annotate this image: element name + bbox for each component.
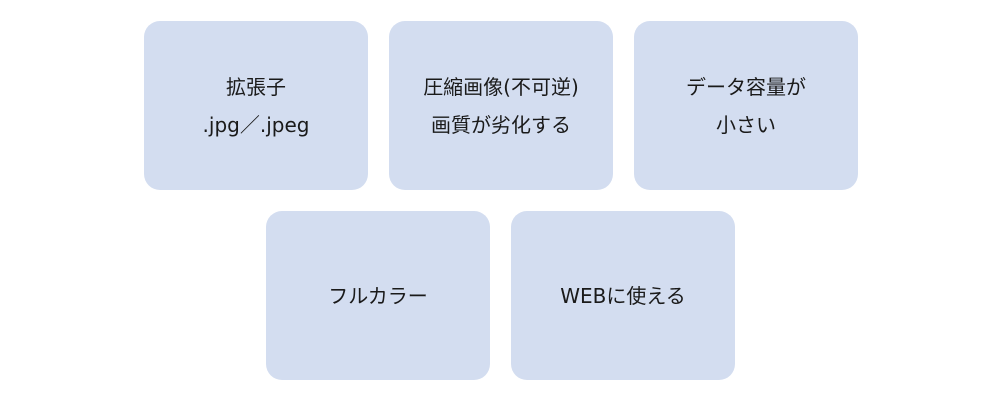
card-line: 小さい [716,112,776,137]
feature-card-full-color: フルカラー [266,211,490,380]
card-line: .jpg／.jpeg [202,112,310,137]
card-text: データ容量が 小さい [686,68,806,144]
feature-card-data-size: データ容量が 小さい [634,21,858,190]
card-line: 圧縮画像(不可逆) [423,74,579,99]
feature-card-web: WEBに使える [511,211,735,380]
feature-card-extension: 拡張子 .jpg／.jpeg [144,21,368,190]
card-text: WEBに使える [560,277,686,315]
card-line: フルカラー [328,283,428,308]
card-line: WEBに使える [560,283,686,308]
card-text: 圧縮画像(不可逆) 画質が劣化する [423,68,579,144]
card-line: データ容量が [686,74,806,99]
card-text: フルカラー [328,277,427,315]
card-line: 拡張子 [225,74,286,99]
card-line: 画質が劣化する [430,112,571,137]
card-text: 拡張子 .jpg／.jpeg [203,68,310,144]
feature-card-compression: 圧縮画像(不可逆) 画質が劣化する [389,21,613,190]
